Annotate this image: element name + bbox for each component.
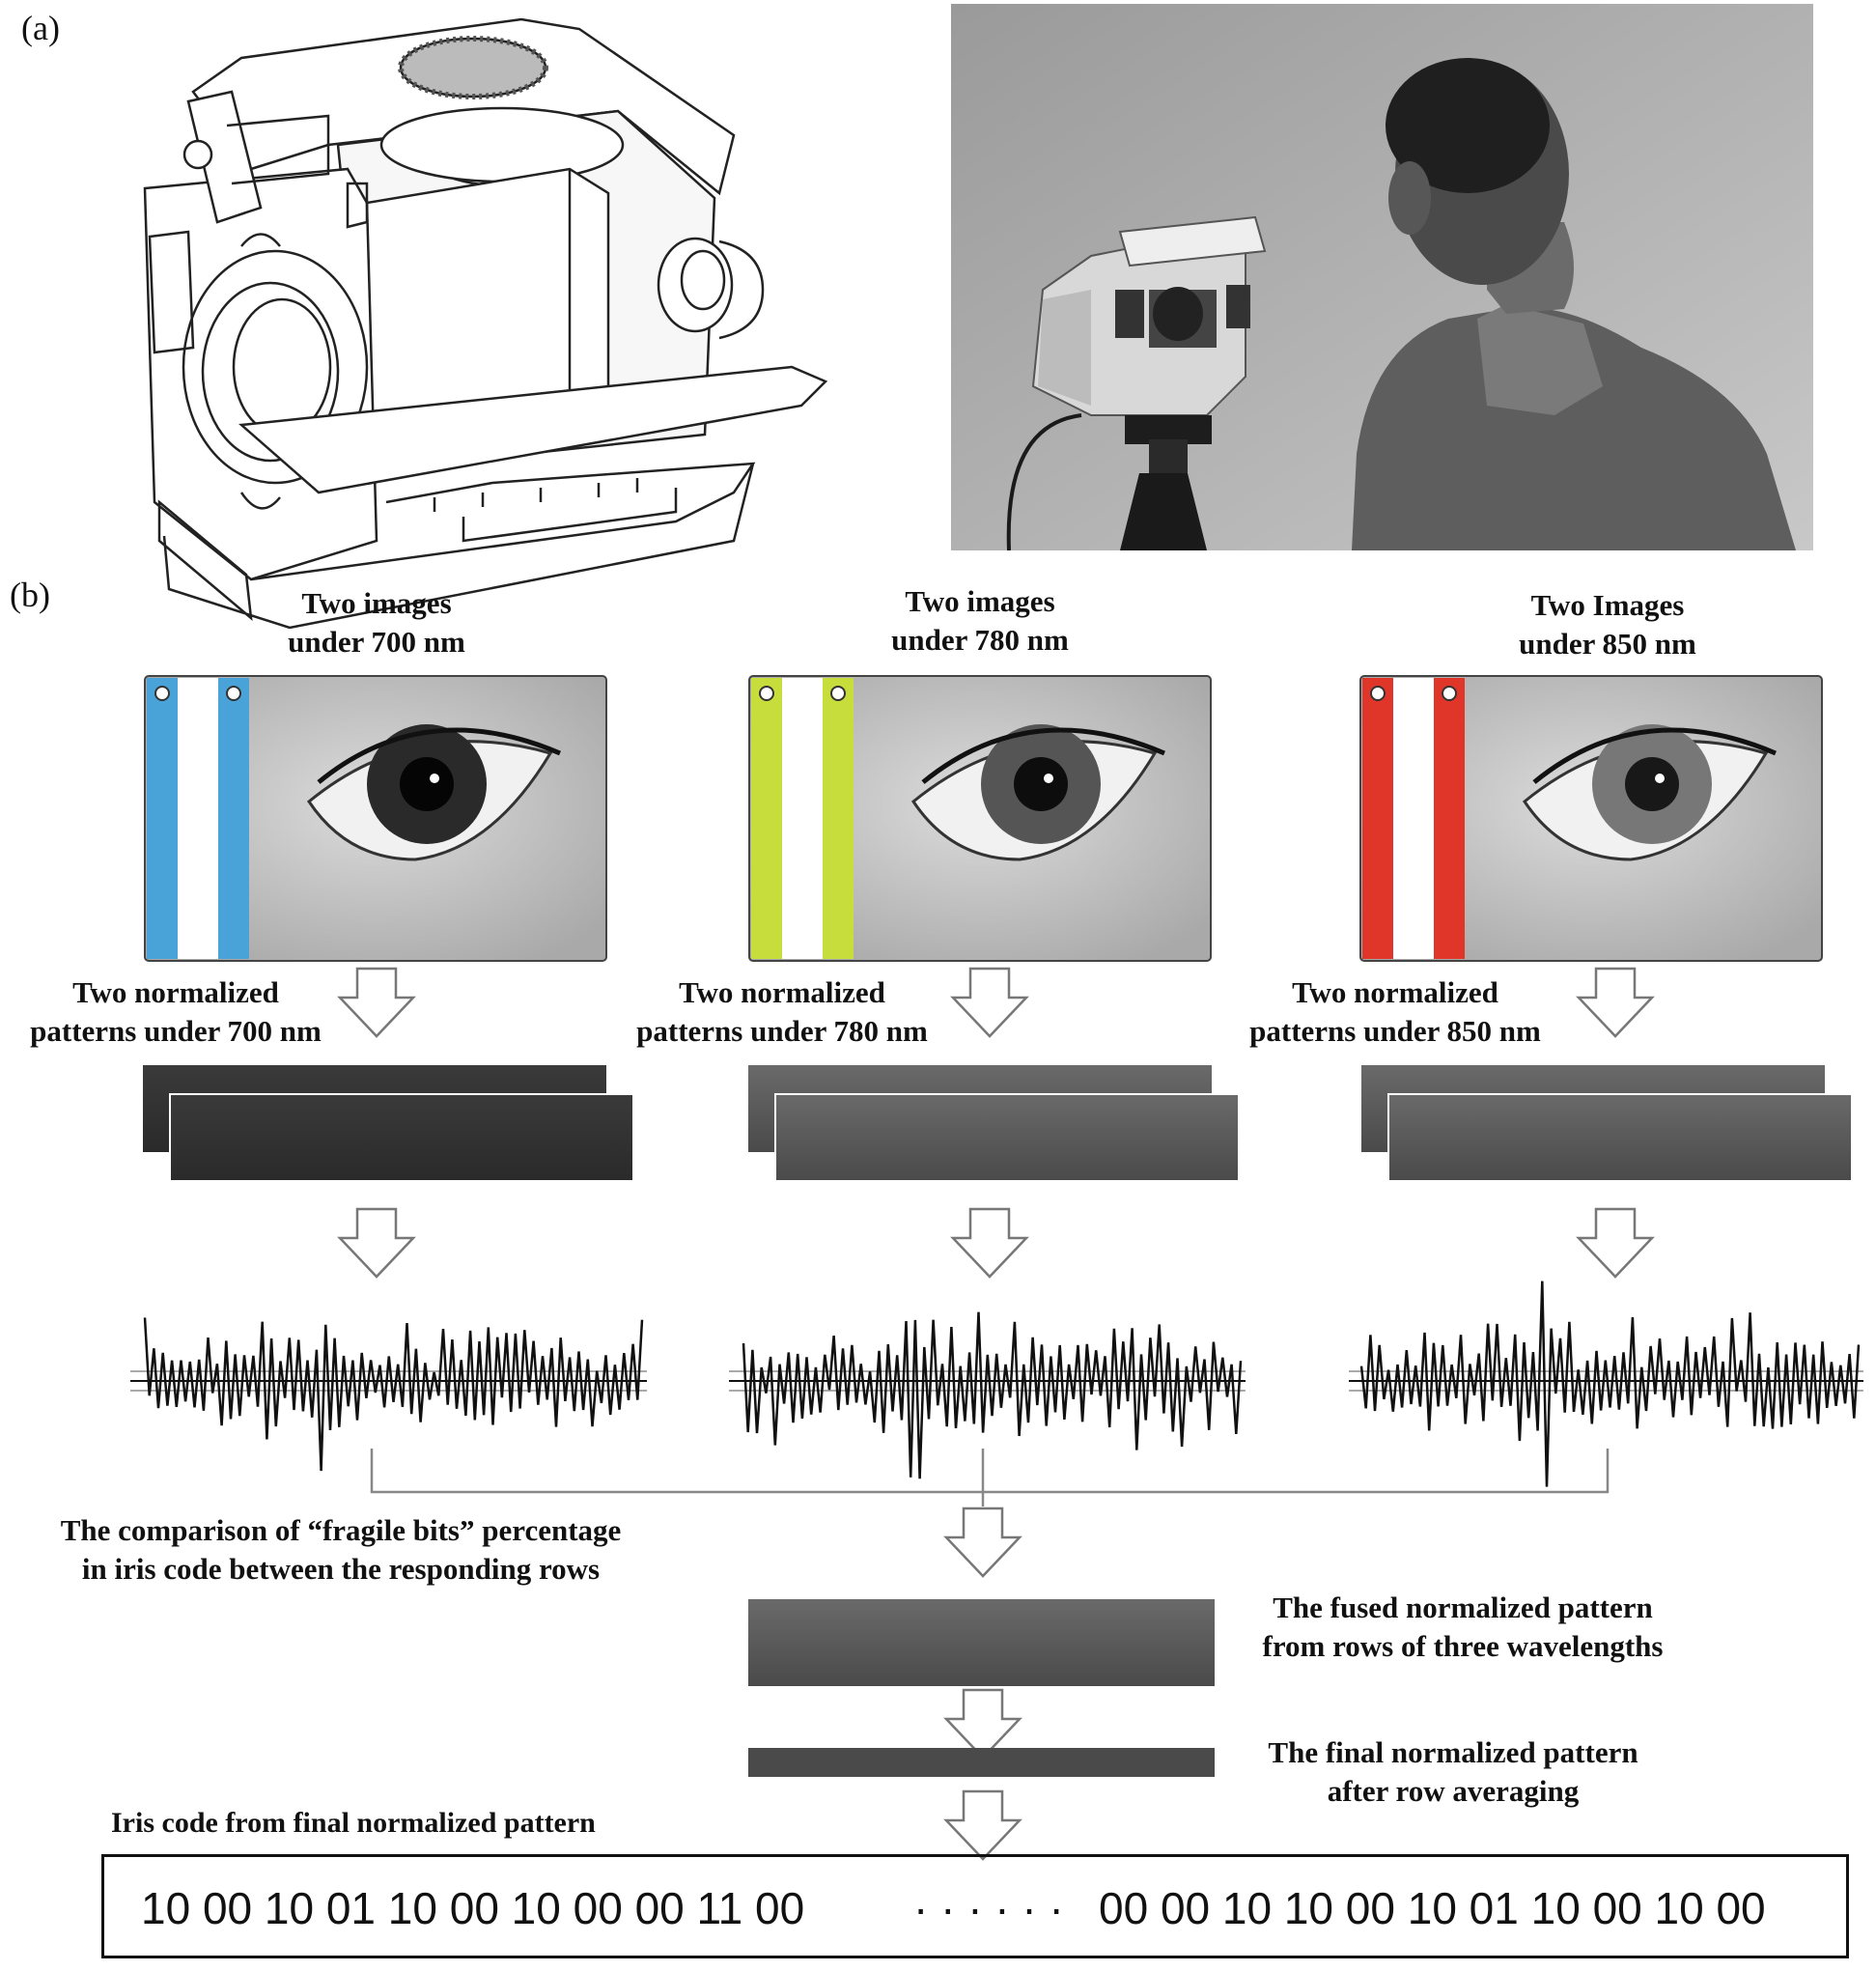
device-line-drawing [143, 17, 828, 630]
arrow-down-700-1 [338, 967, 415, 1038]
iris-code-box: 10 00 10 01 10 00 10 00 00 11 00 · · · ·… [101, 1854, 1849, 1958]
signal-780 [729, 1311, 1246, 1479]
norm-heading-850: Two normalized patterns under 850 nm [1249, 975, 1541, 1048]
arrow-down-700-2 [338, 1207, 415, 1279]
comparison-bracket [370, 1449, 1610, 1506]
signal-850 [1349, 1281, 1863, 1487]
norm-heading-780: Two normalized patterns under 780 nm [636, 975, 928, 1048]
heading-850: Two Images under 850 nm [1519, 588, 1696, 661]
device-photo [951, 4, 1813, 551]
arrow-down-850-1 [1577, 967, 1654, 1038]
arrow-down-code [944, 1789, 1022, 1861]
heading-700: Two images under 700 nm [288, 586, 465, 659]
arrow-down-final [944, 1688, 1022, 1760]
fused-text: The fused normalized pattern from rows o… [1262, 1591, 1664, 1663]
eye-image-780 [748, 675, 1212, 962]
normalized-patterns-700 [143, 1065, 634, 1182]
arrow-down-780-2 [951, 1207, 1028, 1279]
normalized-patterns-780 [748, 1065, 1240, 1182]
fused-pattern [748, 1599, 1215, 1686]
final-pattern [748, 1748, 1215, 1777]
eye-image-700 [144, 675, 607, 962]
iris-code-dots: · · · · · · [913, 1883, 1064, 1933]
norm-heading-700: Two normalized patterns under 700 nm [30, 975, 322, 1048]
heading-780: Two images under 780 nm [891, 584, 1069, 657]
arrow-down-780-1 [951, 967, 1028, 1038]
iris-code-right: 00 00 10 10 00 10 01 10 00 10 00 [1099, 1883, 1766, 1933]
iris-code-label: Iris code from final normalized pattern [111, 1807, 596, 1839]
normalized-patterns-850 [1361, 1065, 1853, 1182]
panel-b-label: (b) [10, 576, 50, 614]
final-text: The final normalized pattern after row a… [1268, 1735, 1638, 1808]
comparison-text: The comparison of “fragile bits” percent… [60, 1513, 622, 1586]
eye-image-850 [1359, 675, 1823, 962]
iris-code-left: 10 00 10 01 10 00 10 00 00 11 00 [141, 1883, 805, 1933]
arrow-down-fused [944, 1506, 1022, 1578]
arrow-down-850-2 [1577, 1207, 1654, 1279]
panel-a-label: (a) [21, 9, 60, 47]
signal-700 [130, 1317, 647, 1472]
